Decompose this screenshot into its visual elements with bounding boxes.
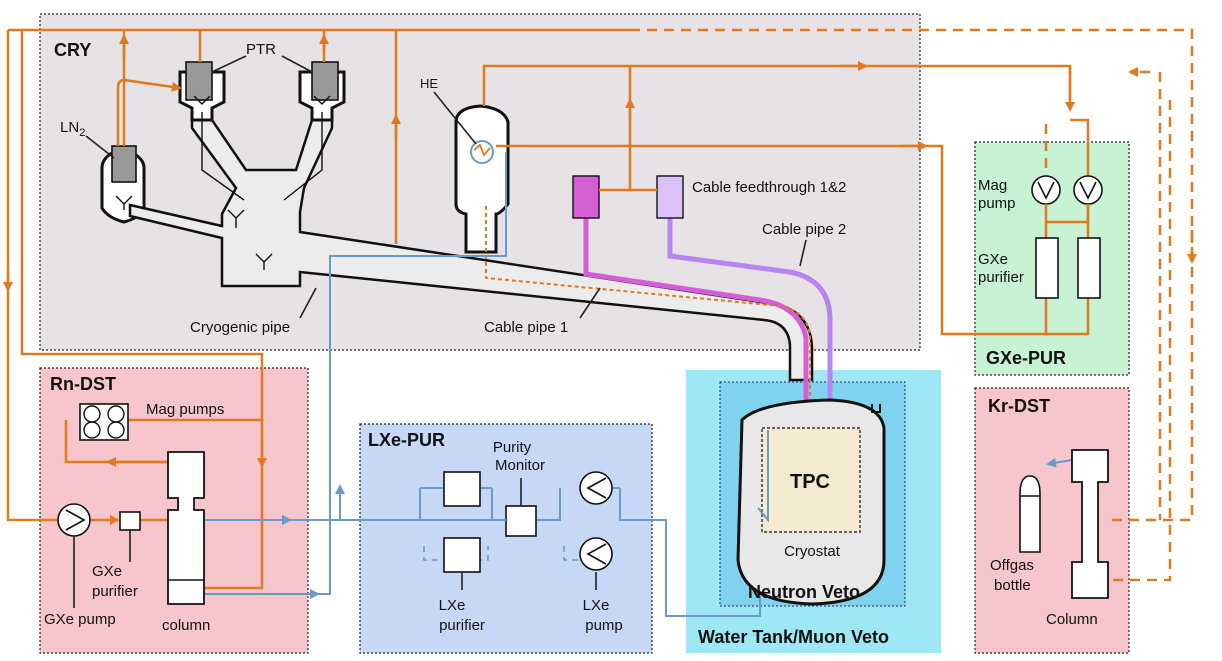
gas-line-left-inner	[20, 30, 264, 470]
gas-line-rn-return	[204, 470, 264, 590]
cable-pipe-1-line	[583, 218, 809, 412]
mag-pumps-label: Mag pumps	[146, 401, 224, 418]
mag-pump-icon-4	[107, 421, 125, 439]
gxe-pur-cross	[1044, 204, 1090, 224]
mag-pump-icon-3	[83, 421, 101, 439]
gas-line-kr-bottom	[1112, 100, 1172, 582]
lxe-pur-box	[359, 423, 653, 654]
tpc-box	[761, 427, 861, 533]
ln2-label: LN2	[60, 119, 85, 139]
cable-feedthrough-label: Cable feedthrough 1&2	[692, 179, 846, 196]
lxe-purifier-1	[443, 471, 481, 507]
cable-pipe-2-line	[667, 218, 833, 412]
offgas-label-1: Offgas	[990, 557, 1034, 574]
gxe-pump-label: GXe pump	[44, 611, 116, 628]
lxe-pump-1-symbol	[586, 477, 607, 499]
gxe-purifier-g1	[1035, 237, 1059, 299]
offgas-bottle	[1019, 475, 1041, 553]
ptr-right-finger	[283, 112, 323, 201]
cable-pipe-1-label: Cable pipe 1	[484, 319, 568, 336]
purity-monitor-box	[505, 505, 537, 537]
cold-tip-ptr-right	[313, 95, 331, 105]
neutron-veto-title: Neutron Veto	[748, 582, 860, 602]
purity-monitor-label-1: Purity	[493, 439, 532, 456]
offgas-label-2: bottle	[994, 577, 1031, 594]
lxe-pump-2-symbol	[586, 543, 607, 565]
gxe-purifier-rn-label-1: GXe	[92, 563, 122, 580]
gxe-pur-title: GXe-PUR	[986, 348, 1066, 368]
tpc-liquid-in	[757, 430, 769, 523]
gxe-purifier-g2	[1077, 237, 1101, 299]
lxe-pump-2-icon	[579, 537, 613, 571]
ln2-leader	[85, 135, 115, 159]
cryogenic-pipe-label: Cryogenic pipe	[190, 319, 290, 336]
gxe-purifier-rn-label-2: purifier	[92, 583, 138, 600]
cryostat-label: Cryostat	[784, 543, 841, 560]
gas-line-cable1-orange	[485, 206, 811, 412]
column-rn-label: column	[162, 617, 210, 634]
ptr-left-finger	[201, 112, 245, 201]
rn-dst-title: Rn-DST	[50, 374, 116, 394]
lxe-pump-1-icon	[579, 471, 613, 505]
he-leader	[433, 91, 477, 145]
gxe-purifier-g-label-2: purifier	[978, 269, 1024, 286]
cold-tip-ln2	[115, 195, 133, 210]
cable-pipe-2-leader	[799, 239, 807, 267]
ptr-right-cold-head	[311, 61, 339, 101]
liquid-line-purifier-left	[419, 488, 493, 521]
column-kr-label: Column	[1046, 611, 1098, 628]
lxe-purifier-label-2: purifier	[439, 617, 485, 634]
lxe-pur-title: LXe-PUR	[368, 430, 445, 450]
mag-pump-g-label-1: Mag	[978, 177, 1007, 194]
tpc-label: TPC	[790, 471, 830, 493]
cable-feedthrough-2	[656, 175, 684, 219]
mag-pump-g-label-2: pump	[978, 195, 1016, 212]
ptr-leader-left	[211, 55, 247, 73]
cold-tip-center	[227, 209, 273, 270]
cold-tip-ptr-left	[193, 95, 211, 105]
cryostat-port	[871, 404, 881, 413]
cryogenic-pipe-body	[128, 90, 814, 382]
cryogenic-pipe-leader	[299, 287, 317, 319]
gxe-purifier-g-label-1: GXe	[978, 251, 1008, 268]
cry-title: CRY	[54, 40, 91, 60]
lxe-pump-label-1: LXe	[583, 597, 610, 614]
mag-pump-g2-symbol	[1079, 181, 1097, 200]
gxe-pump-symbol	[65, 509, 86, 531]
mag-pump-g2-icon	[1073, 175, 1103, 205]
ptr-leader-right	[281, 55, 313, 73]
gas-line-return	[496, 144, 1046, 336]
cable-pipe-2-label: Cable pipe 2	[762, 221, 846, 238]
cable-pipe-1-leader	[579, 287, 601, 319]
gxe-purifier-rn	[119, 511, 141, 531]
kr-column	[1071, 449, 1109, 599]
heat-exchanger-coil	[473, 143, 491, 157]
lxe-purifier-label-1: LXe	[439, 597, 466, 614]
lxe-purifier-2	[443, 537, 481, 573]
ptr-left-cold-head	[185, 61, 213, 101]
he-label: HE	[420, 76, 438, 91]
gas-line-left-down	[6, 30, 58, 522]
mag-pump-icon-2	[107, 405, 125, 423]
cable-feedthrough-1	[572, 175, 600, 219]
lxe-pump-label-2: pump	[585, 617, 623, 634]
mag-pump-g1-icon	[1031, 175, 1061, 205]
gas-line-main-top-dashed	[630, 28, 1194, 522]
rn-column	[167, 451, 205, 605]
liquid-line-kr	[1046, 457, 1073, 468]
ln2-cold-head	[111, 145, 137, 183]
water-tank-title: Water Tank/Muon Veto	[698, 627, 889, 647]
purity-monitor-label-2: Monitor	[495, 457, 545, 474]
liquid-line-purifier-right	[536, 488, 561, 521]
kr-dst-box	[974, 387, 1130, 654]
mag-pump-g1-symbol	[1037, 181, 1055, 200]
heat-exchanger-vessel	[454, 104, 510, 254]
ptr-label: PTR	[246, 41, 276, 58]
mag-pump-icon-1	[83, 405, 101, 423]
kr-dst-title: Kr-DST	[988, 396, 1050, 416]
